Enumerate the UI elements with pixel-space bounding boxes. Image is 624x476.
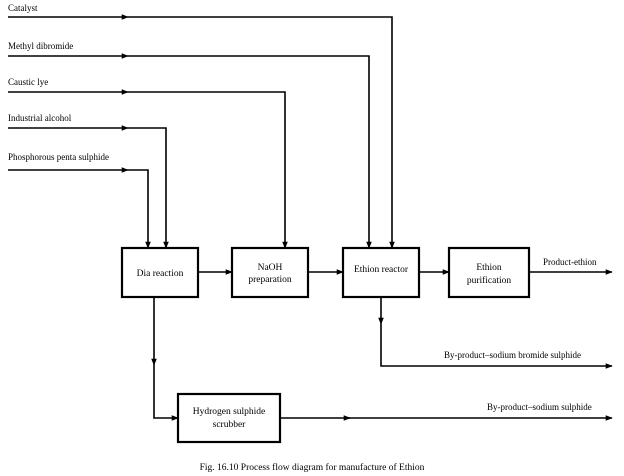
input-caustic-lye-flow bbox=[8, 89, 288, 249]
scrubber-label-line1: Hydrogen sulphide bbox=[193, 407, 266, 417]
naoh-preparation-box: NaOH preparation bbox=[230, 246, 310, 299]
ethion-purification-label-line2: purification bbox=[467, 275, 512, 286]
flow-arrow-dia-to-scrubber bbox=[153, 365, 179, 421]
output-label-byproduct-sodium-bromide-sulphide: By-product–sodium bromide sulphide bbox=[444, 350, 581, 360]
input-industrial-alcohol-flow bbox=[8, 125, 169, 249]
naoh-label-line2: preparation bbox=[248, 275, 292, 285]
hydrogen-sulphide-scrubber-box: Hydrogen sulphide scrubber bbox=[176, 392, 282, 444]
ethion-reactor-box: Ethion reactor bbox=[341, 246, 421, 299]
dia-reaction-label: Dia reaction bbox=[137, 269, 184, 279]
naoh-label-line1: NaOH bbox=[258, 263, 283, 273]
input-phosphorous-penta-sulphide-flow bbox=[8, 167, 151, 249]
input-label-industrial-alcohol: Industrial alcohol bbox=[8, 113, 72, 123]
input-label-catalyst: Catalyst bbox=[8, 3, 38, 13]
flow-arrow bbox=[128, 55, 372, 249]
ethion-reactor-label: Ethion reactor bbox=[354, 265, 409, 275]
input-catalyst-flow bbox=[8, 14, 395, 249]
flow-arrow bbox=[128, 169, 151, 249]
input-methyl-dibromide-flow bbox=[8, 53, 372, 249]
flow-arrow bbox=[128, 91, 288, 249]
flow-arrow bbox=[128, 127, 169, 249]
output-label-product-ethion: Product-ethion bbox=[543, 257, 597, 267]
flow-arrow bbox=[128, 16, 395, 249]
input-label-phosphorous-penta-sulphide: Phosphorous penta sulphide bbox=[8, 152, 109, 162]
figure-caption: Fig. 16.10 Process flow diagram for manu… bbox=[200, 462, 425, 473]
dia-reaction-box: Dia reaction bbox=[120, 246, 200, 299]
ethion-purification-label-line1: Ethion bbox=[476, 263, 502, 273]
flow-arrow-byproduct-bromide bbox=[380, 324, 613, 369]
scrubber-label-line2: scrubber bbox=[213, 420, 247, 430]
ethion-purification-box: Ethion purification bbox=[447, 246, 531, 299]
output-label-byproduct-sodium-sulphide: By-product–sodium sulphide bbox=[487, 402, 592, 412]
input-label-methyl-dibromide: Methyl dibromide bbox=[8, 41, 73, 51]
input-label-caustic-lye: Caustic lye bbox=[8, 77, 48, 87]
